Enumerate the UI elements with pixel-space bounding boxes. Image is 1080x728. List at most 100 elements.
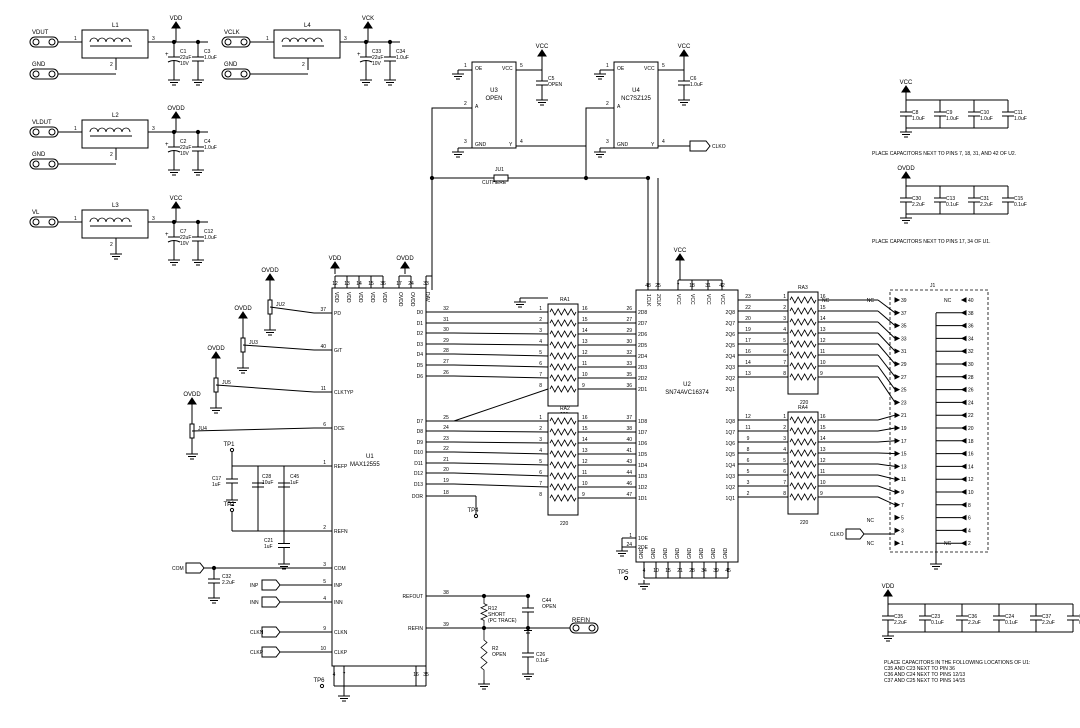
resistor-element xyxy=(789,438,817,446)
refin-connector[interactable] xyxy=(569,622,599,634)
pin-number: 2 xyxy=(783,425,786,431)
capacitor-value: 1.0uF xyxy=(204,145,217,151)
nc-label: NC xyxy=(867,298,875,304)
test-point[interactable] xyxy=(229,447,235,453)
pin-number: 32 xyxy=(443,306,449,312)
ground-symbol xyxy=(384,76,396,86)
power-rail-symbol xyxy=(171,21,181,34)
power-input-connector[interactable] xyxy=(29,36,59,48)
test-point[interactable] xyxy=(229,507,235,513)
pin-number: 3 xyxy=(152,36,155,42)
pin-number: 25 xyxy=(655,283,661,289)
pin-name: 2Q1 xyxy=(726,387,736,393)
pin-number: 26 xyxy=(626,306,632,312)
pin-number: 3 xyxy=(606,139,609,145)
ground-symbol xyxy=(226,496,238,506)
pin-number: 33 xyxy=(626,361,632,367)
pin-name: 2D3 xyxy=(638,365,647,371)
capacitor-value: 2.2uF xyxy=(912,202,925,208)
capacitor-ref: C4 xyxy=(204,139,211,145)
j1-pin-right xyxy=(960,373,967,380)
pin-name: GND xyxy=(699,548,705,560)
array-value: 220 xyxy=(800,520,809,526)
power-rail-symbol xyxy=(330,261,340,274)
inductor-ref: L3 xyxy=(112,203,119,209)
ground-connector[interactable] xyxy=(221,68,251,80)
pin-name: D12 xyxy=(414,471,423,477)
capacitor-ref: C37 xyxy=(1042,614,1051,620)
jumper-ref: JU5 xyxy=(222,380,231,386)
pin-name: GND xyxy=(675,548,681,560)
pin-number: 22 xyxy=(968,413,974,419)
test-point[interactable] xyxy=(623,575,629,581)
pin-number: 32 xyxy=(626,350,632,356)
pin-name: DCE xyxy=(334,426,345,432)
pin-number: 31 xyxy=(901,349,907,355)
pin-number: 28 xyxy=(968,375,974,381)
capacitor-symbol xyxy=(536,70,548,96)
pin-number: 10 xyxy=(820,360,826,366)
net-label: VL xyxy=(32,210,40,216)
capacitor-ref: C8 xyxy=(912,110,919,116)
pin-number: 16 xyxy=(968,452,974,458)
pin-number: 18 xyxy=(689,283,695,289)
pin-number: 38 xyxy=(443,590,449,596)
j1-pin-left xyxy=(894,501,901,508)
capacitor-ref: C31 xyxy=(980,196,989,202)
j1-pin-left xyxy=(894,425,901,431)
pin-number: 23 xyxy=(901,400,907,406)
power-input-connector[interactable] xyxy=(29,126,59,138)
pin-number: 10 xyxy=(320,646,326,652)
ground-symbol xyxy=(536,96,548,106)
net-label: CLKN xyxy=(250,630,264,636)
j1-pin-right xyxy=(960,476,967,483)
pin-name: GND xyxy=(687,548,693,560)
cut-jumper[interactable] xyxy=(493,174,509,182)
pin-number: 7 xyxy=(783,480,786,486)
pin-number: 40 xyxy=(626,437,632,443)
ground-connector[interactable] xyxy=(29,158,59,170)
resistor-element xyxy=(549,374,577,382)
capacitor-ref: C12 xyxy=(204,229,213,235)
resistor-ref: R2 xyxy=(492,646,499,652)
pin-number: 2 xyxy=(110,152,113,158)
power-input-connector[interactable] xyxy=(29,216,59,228)
pin-name: VCC xyxy=(502,66,513,72)
wire xyxy=(453,430,549,433)
resistor-element xyxy=(549,352,577,360)
placement-note: C37 AND C25 NEXT TO PINS 14/15 xyxy=(884,678,965,684)
pin-number: 5 xyxy=(747,469,750,475)
pin-number: 13 xyxy=(820,447,826,453)
pin-number: 17 xyxy=(901,439,907,445)
capacitor-ref: C2 xyxy=(180,139,187,145)
test-point[interactable] xyxy=(319,683,325,689)
pin-number: 31 xyxy=(443,317,449,323)
wire xyxy=(877,463,896,467)
resistor-element xyxy=(789,416,817,424)
pin-name: REFN xyxy=(334,529,348,535)
j1-pin-left xyxy=(894,309,901,316)
capacitor-symbol xyxy=(968,186,980,214)
pin-number: 9 xyxy=(820,371,823,377)
pin-number: 11 xyxy=(745,425,750,431)
pin-number: 1 xyxy=(464,63,467,69)
capacitor-symbol xyxy=(252,470,264,500)
wire xyxy=(877,310,896,326)
capacitor-ref: C9 xyxy=(946,110,953,116)
wire xyxy=(877,354,896,378)
net-label: CLKO xyxy=(830,532,844,538)
pin-number: 24 xyxy=(968,400,974,406)
net-label: CLKP xyxy=(250,650,264,656)
pin-number: 16 xyxy=(413,672,419,678)
pin-name: 1Q3 xyxy=(726,474,736,480)
capacitor-symbol xyxy=(882,604,894,632)
ground-connector[interactable] xyxy=(29,68,59,80)
net-label: INN xyxy=(250,600,259,606)
resistor-element xyxy=(789,318,817,326)
resistor-element xyxy=(549,461,577,469)
pin-number: 1 xyxy=(629,533,632,539)
resistor-element xyxy=(549,341,577,349)
pin-name: 2Q2 xyxy=(726,376,736,382)
test-point[interactable] xyxy=(473,513,479,519)
power-input-connector[interactable] xyxy=(221,36,251,48)
